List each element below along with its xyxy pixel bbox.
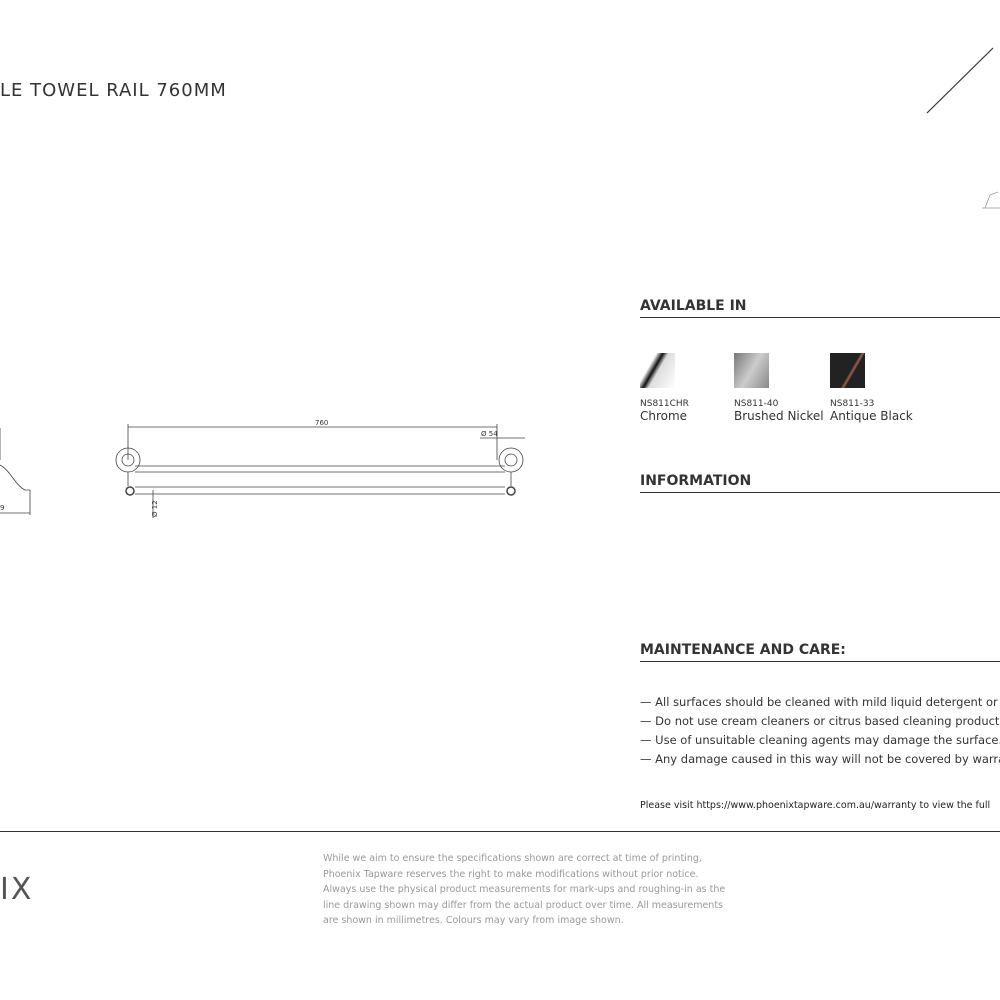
length-dimension: 760 (315, 419, 328, 427)
finish-code: NS811CHR (640, 399, 689, 409)
finish-antique-black[interactable]: NS811-33 Antique Black (830, 353, 913, 423)
disclaimer-line: are shown in millimetres. Colours may va… (323, 915, 624, 926)
list-item: — Any damage caused in this way will not… (640, 752, 1000, 766)
product-title: LE TOWEL RAIL 760MM (0, 80, 227, 101)
antique-black-swatch (830, 353, 865, 388)
list-item: — Use of unsuitable cleaning agents may … (640, 733, 1000, 747)
side-dimension: 9 (0, 504, 4, 512)
side-view (0, 428, 30, 491)
finish-brushed-nickel[interactable]: NS811-40 Brushed Nickel (734, 353, 824, 423)
chrome-swatch (640, 353, 675, 388)
finish-chrome[interactable]: NS811CHR Chrome (640, 353, 689, 423)
technical-drawing: 760 Ø 54 Ø 12 9 (0, 419, 525, 518)
product-thumbnail (926, 47, 1000, 209)
list-item: — All surfaces should be cleaned with mi… (640, 695, 998, 709)
finish-code: NS811-33 (830, 399, 875, 409)
disclaimer-line: While we aim to ensure the specification… (323, 853, 702, 864)
disclaimer-line: line drawing shown may differ from the a… (323, 899, 723, 911)
finish-name: Antique Black (830, 409, 913, 423)
disclaimer-line: Always use the physical product measurem… (323, 884, 726, 895)
bar-dimension: Ø 12 (151, 500, 159, 517)
warranty-note: Please visit https://www.phoenixtapware.… (640, 800, 991, 811)
finish-name: Chrome (640, 409, 688, 423)
footer-divider (0, 831, 1000, 832)
available-heading: AVAILABLE IN (640, 298, 1000, 318)
disclaimer: While we aim to ensure the specification… (323, 851, 725, 929)
finish-code: NS811-40 (734, 399, 779, 409)
disclaimer-line: Phoenix Tapware reserves the right to ma… (323, 868, 699, 880)
information-heading: INFORMATION (640, 473, 1000, 493)
brand-logo: IX (0, 872, 34, 907)
list-item: — Do not use cream cleaners or citrus ba… (640, 714, 1000, 728)
maintenance-list: — All surfaces should be cleaned with mi… (640, 693, 1000, 769)
diameter-dimension: Ø 54 (481, 430, 498, 438)
brushed-nickel-swatch (734, 353, 769, 388)
maintenance-heading: MAINTENANCE AND CARE: (640, 642, 1000, 662)
finish-name: Brushed Nickel (734, 409, 824, 423)
